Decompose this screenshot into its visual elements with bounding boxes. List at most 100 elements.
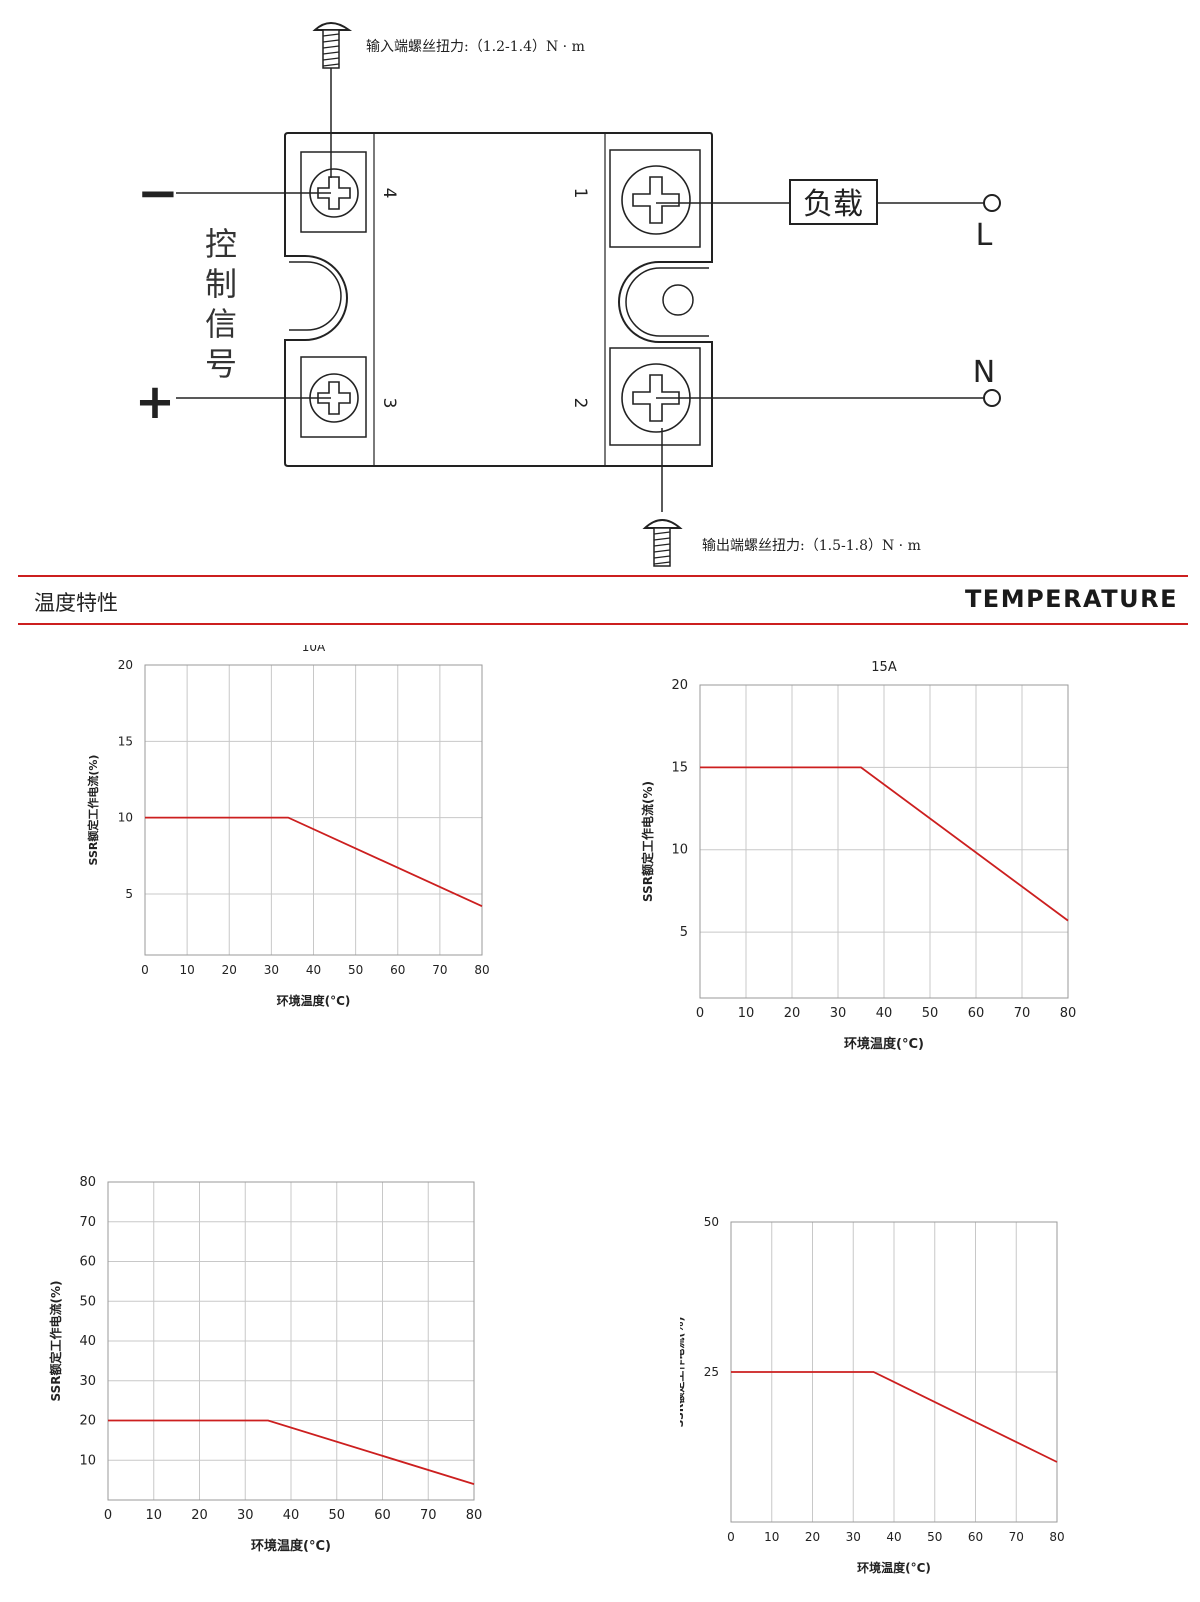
x-axis-label: 环境温度(°C) [277, 993, 351, 1008]
terminal-4-number: 4 [379, 188, 399, 199]
x-tick-label: 0 [696, 1006, 704, 1021]
x-axis-label: 环境温度(°C) [857, 1560, 931, 1575]
section-title-cn: 温度特性 [34, 591, 118, 615]
x-axis-label: 环境温度(°C) [251, 1538, 331, 1554]
series-line [108, 1419, 475, 1485]
wiring-diagram: 输入端螺丝扭力:（1.2-1.4）N · m 4 3 1 2 − + [135, 22, 1001, 567]
x-tick-label: 50 [922, 1006, 939, 1021]
header-rule-top [18, 575, 1188, 577]
y-tick-label: 10 [671, 843, 688, 858]
section-header: 温度特性 TEMPERATURE [18, 575, 1188, 625]
chart-15a: 0 10 20 30 40 50 60 70 80 5 10 15 20 15A 环境温度(°C) SSR额定… [640, 660, 1077, 1052]
x-tick-label: 30 [846, 1530, 861, 1544]
terminal-screw-1 [621, 165, 691, 235]
y-tick-label: 20 [118, 658, 133, 672]
terminal-L-connector [983, 194, 1001, 212]
y-tick-label: 20 [671, 678, 688, 693]
y-tick-label: 60 [79, 1255, 96, 1270]
y-axis-label: SSR额定工作电流(%) [640, 781, 655, 902]
y-axis-label: SSR额定工作电流(%) [86, 755, 100, 866]
x-tick-label: 60 [390, 963, 405, 977]
chart-10a: 0 10 20 30 40 50 60 70 80 5 10 15 20 10A 环境温度(°C) SSR额定… [86, 645, 490, 1008]
terminal-N-label: N [973, 355, 995, 390]
terminal-3-number: 3 [379, 398, 399, 409]
screw-icon [642, 519, 683, 567]
x-tick-label: 80 [474, 963, 489, 977]
y-axis-label: SSR额定工作电流(%) [48, 1281, 63, 1402]
y-tick-label: 40 [79, 1334, 96, 1349]
x-tick-label: 70 [420, 1508, 437, 1523]
y-tick-label: 30 [79, 1374, 96, 1389]
x-tick-label: 20 [805, 1530, 820, 1544]
load-label: 负载 [803, 187, 863, 222]
x-tick-label: 40 [283, 1508, 300, 1523]
y-tick-label: 15 [118, 734, 133, 748]
x-tick-label: 70 [432, 963, 447, 977]
x-tick-label: 60 [374, 1508, 391, 1523]
terminal-N-connector [983, 389, 1001, 407]
x-axis-label: 环境温度(°C) [844, 1036, 924, 1052]
x-tick-label: 50 [927, 1530, 942, 1544]
y-tick-label: 5 [680, 925, 688, 940]
x-tick-label: 70 [1014, 1006, 1031, 1021]
y-tick-label: 50 [704, 1215, 719, 1229]
y-tick-label: 25 [704, 1365, 719, 1379]
chart-title: 15A [871, 660, 897, 675]
x-tick-label: 80 [466, 1508, 483, 1523]
x-tick-label: 60 [968, 1006, 985, 1021]
x-tick-label: 40 [876, 1006, 893, 1021]
terminal-2-number: 2 [570, 398, 590, 409]
x-tick-label: 50 [328, 1508, 345, 1523]
plot-frame [107, 1181, 475, 1501]
y-tick-label: 70 [79, 1215, 96, 1230]
x-tick-label: 40 [886, 1530, 901, 1544]
series-line [700, 766, 1069, 922]
x-tick-label: 0 [727, 1530, 735, 1544]
plot-frame [699, 684, 1069, 999]
y-tick-label: 10 [79, 1453, 96, 1468]
chart-20a: 01020304050607080102030405060708020 A环境温… [48, 1175, 483, 1554]
y-axis-label: SSR额定工作电流(%) [680, 1317, 686, 1428]
x-tick-label: 10 [179, 963, 194, 977]
y-tick-label: 5 [125, 887, 133, 901]
plot-frame [144, 664, 483, 956]
y-tick-label: 80 [79, 1175, 96, 1190]
x-tick-label: 30 [237, 1508, 254, 1523]
x-tick-label: 30 [264, 963, 279, 977]
section-title-en: TEMPERATURE [964, 585, 1178, 613]
x-tick-label: 20 [191, 1508, 208, 1523]
input-torque-label: 输入端螺丝扭力:（1.2-1.4）N · m [366, 39, 585, 55]
x-tick-label: 10 [145, 1508, 162, 1523]
x-tick-label: 80 [1060, 1006, 1077, 1021]
plus-symbol: + [135, 374, 175, 430]
y-tick-label: 50 [79, 1294, 96, 1309]
terminal-1-number: 1 [570, 188, 590, 199]
x-tick-label: 10 [738, 1006, 755, 1021]
series-line [731, 1371, 1058, 1463]
x-tick-label: 20 [222, 963, 237, 977]
x-tick-label: 0 [104, 1508, 112, 1523]
output-torque-label: 输出端螺丝扭力:（1.5-1.8）N · m [702, 538, 921, 554]
chart-title: 10A [302, 645, 326, 654]
y-tick-label: 20 [79, 1414, 96, 1429]
x-tick-label: 20 [784, 1006, 801, 1021]
x-tick-label: 30 [830, 1006, 847, 1021]
load-box [789, 179, 878, 225]
terminal-L-label: L [976, 218, 993, 253]
x-tick-label: 70 [1009, 1530, 1024, 1544]
screw-icon [312, 22, 353, 69]
header-rule-bottom [18, 623, 1188, 625]
y-tick-label: 10 [118, 811, 133, 825]
x-tick-label: 60 [968, 1530, 983, 1544]
relay-body [284, 132, 713, 467]
chart-25a: 01020304050607080255025A环境温度(°C)SSR额定工作电… [680, 1215, 1065, 1575]
minus-symbol: − [137, 164, 179, 222]
x-tick-label: 10 [764, 1530, 779, 1544]
x-tick-label: 40 [306, 963, 321, 977]
x-tick-label: 80 [1049, 1530, 1064, 1544]
series-line [145, 816, 483, 908]
y-tick-label: 15 [671, 760, 688, 775]
control-signal-label: 控制信号 [205, 225, 237, 383]
x-tick-label: 50 [348, 963, 363, 977]
x-tick-label: 0 [141, 963, 149, 977]
